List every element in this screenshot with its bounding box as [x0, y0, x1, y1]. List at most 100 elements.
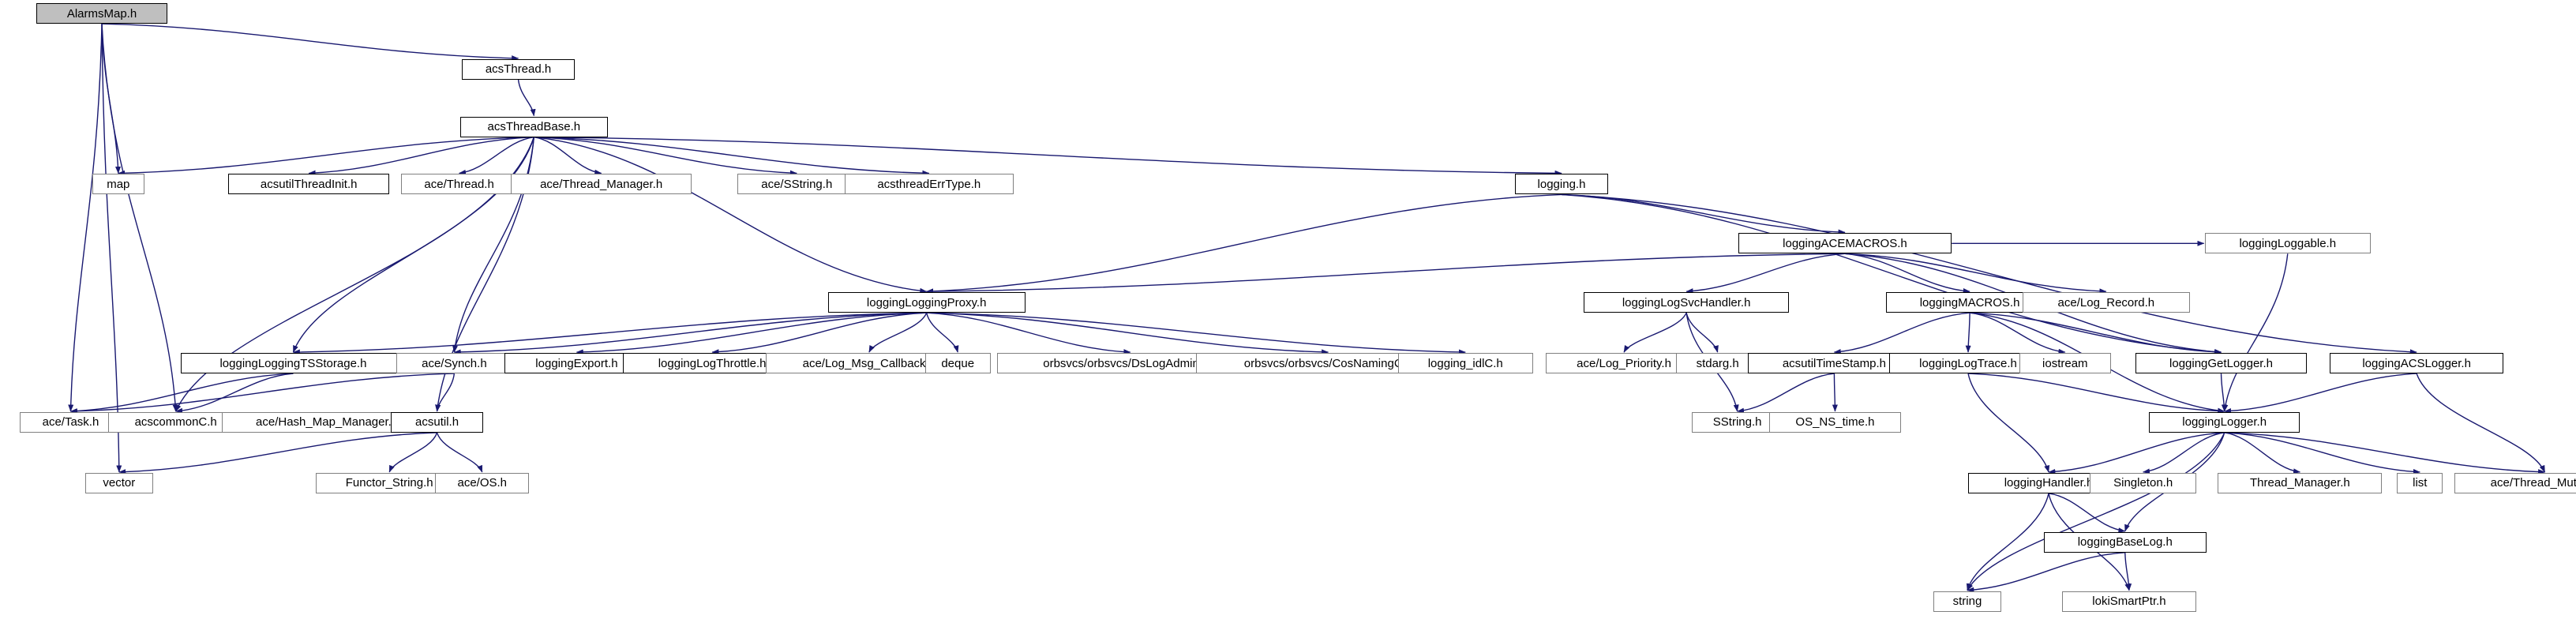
graph-edge-loggingloggable-to-logginglogger [2222, 253, 2289, 412]
graph-node-logginglogsvchandler[interactable]: loggingLogSvcHandler.h [1584, 292, 1790, 313]
graph-edge-loggingacemacros-to-loggingmacros [1844, 253, 1970, 294]
graph-node-iostream[interactable]: iostream [2019, 353, 2112, 374]
graph-node-alarmsmap[interactable]: AlarmsMap.h [36, 3, 168, 24]
graph-edge-loggingloggingproxy-to-loggingexport [576, 312, 927, 355]
graph-edge-loggingloggingproxy-to-loggingidlc [926, 312, 1466, 355]
graph-node-singleton[interactable]: Singleton.h [2090, 472, 2197, 493]
graph-edge-acsthreadbase-to-acethreadmanager [534, 136, 602, 175]
graph-edge-acsutiltimestamp-to-osnstime [1832, 373, 1838, 412]
graph-node-acscommonc[interactable]: acscommonC.h [108, 411, 243, 433]
graph-edge-logginglogtrace-to-logginghandler [1967, 373, 2050, 473]
graph-edge-logginglogger-to-list [2224, 432, 2420, 475]
graph-node-deque[interactable]: deque [924, 353, 991, 374]
graph-edge-logginglogging tsstorage-to-acscommonc [175, 373, 294, 414]
graph-node-acsthreaderrtype[interactable]: acsthreadErrType.h [844, 174, 1014, 195]
graph-node-vector[interactable]: vector [85, 472, 153, 493]
graph-edge-alarmsmap-to-vector [101, 24, 122, 473]
graph-edge-loggingacemacros-to-loggingloggingproxy [926, 253, 1845, 294]
graph-node-acethreadmutex[interactable]: ace/Thread_Mutex.h [2454, 472, 2576, 493]
graph-edge-loggingloggingproxy-to-logginglogging tsstorage [292, 312, 927, 355]
graph-edge-acsutil-to-aceos [436, 432, 483, 473]
graph-node-map[interactable]: map [92, 174, 145, 195]
graph-node-lokismartptr[interactable]: lokiSmartPtr.h [2061, 591, 2197, 612]
graph-edge-acsthreadbase-to-acethread [459, 136, 534, 175]
graph-node-acesynch[interactable]: ace/Synch.h [396, 353, 513, 374]
graph-edge-loggingloggingproxy-to-acesynch [453, 312, 927, 355]
graph-edge-logginglogtrace-to-logginglogger [1968, 373, 2225, 415]
graph-node-loggingloggable[interactable]: loggingLoggable.h [2204, 233, 2371, 254]
graph-node-acsutilthreadinit[interactable]: acsutilThreadInit.h [228, 174, 390, 195]
graph-edge-logginglogger-to-logginghandler [2048, 432, 2225, 475]
graph-node-loggingidlc[interactable]: logging_idlC.h [1397, 353, 1533, 374]
graph-node-acethread[interactable]: ace/Thread.h [400, 174, 518, 195]
graph-edge-logginggetlogger-to-logginglogger [2220, 373, 2227, 412]
graph-node-logginggetlogger[interactable]: loggingGetLogger.h [2135, 353, 2307, 374]
graph-edge-alarmsmap-to-acetask [68, 24, 103, 412]
graph-edge-logginghandler-to-loggingbaselog [2048, 493, 2126, 534]
graph-edge-loggingloggingproxy-to-dslogadmin [926, 312, 1131, 355]
graph-node-osnstime[interactable]: OS_NS_time.h [1769, 411, 1901, 433]
graph-edge-acsutiltimestamp-to-sstringh [1737, 373, 1835, 414]
graph-edge-acsthreadbase-to-acesstring [534, 136, 797, 176]
graph-edge-acsutil-to-vector [118, 432, 437, 475]
graph-edge-alarmsmap-to-acsthread [102, 23, 519, 62]
graph-node-logginglogger[interactable]: loggingLogger.h [2148, 411, 2300, 433]
graph-edge-logginglogging tsstorage-to-acetask [69, 373, 294, 415]
graph-edge-loggingmacros-to-acsutiltimestamp [1833, 312, 1970, 355]
graph-node-sstringh[interactable]: SString.h [1692, 411, 1783, 433]
graph-edge-logging-to-logginggetlogger [1561, 193, 2222, 355]
graph-edge-logginghandler-to-string [1966, 493, 2049, 591]
graph-edge-loggingacslogger-to-acethreadmutex [2416, 373, 2546, 473]
graph-edge-logginglogger-to-acethreadmutex [2224, 432, 2546, 475]
graph-edge-acsutil-to-functorstring [388, 432, 438, 473]
graph-node-loggingacslogger[interactable]: loggingACSLogger.h [2329, 353, 2504, 374]
graph-edge-logginglogger-to-singleton [2143, 432, 2225, 475]
graph-edge-alarmsmap-to-acscommonc [101, 24, 178, 412]
graph-edge-loggingbaselog-to-lokismartptr [2124, 552, 2132, 591]
graph-edge-acsthreadbase-to-loggingloggingproxy [534, 136, 928, 294]
graph-node-loggingloggingproxy[interactable]: loggingLoggingProxy.h [827, 292, 1026, 313]
graph-edge-logginglogger-to-string [1967, 432, 2225, 591]
graph-edge-loggingloggingproxy-to-deque [925, 313, 959, 353]
graph-node-loggingacemacros[interactable]: loggingACEMACROS.h [1738, 233, 1952, 254]
graph-edge-acsthreadbase-to-acesynch [452, 137, 535, 353]
graph-edge-logging-to-loggingacslogger [1561, 193, 2417, 355]
graph-edge-acesynch-to-acsutil [435, 373, 456, 412]
graph-edge-loggingmacros-to-logginggetlogger [1970, 312, 2222, 355]
graph-node-list[interactable]: list [2397, 472, 2443, 493]
graph-edge-loggingacemacros-to-logginglogsvchandler [1685, 253, 1846, 294]
graph-edge-alarmsmap-to-map [101, 24, 122, 174]
graph-edge-acsthreadbase-to-map [118, 136, 534, 176]
graph-edge-logginglogsvchandler-to-acelogpriority [1623, 312, 1687, 353]
graph-node-stdarg[interactable]: stdarg.h [1675, 353, 1760, 374]
graph-edge-loggingacslogger-to-logginglogger [2224, 373, 2417, 415]
graph-node-aceos[interactable]: ace/OS.h [435, 472, 530, 493]
graph-edge-loggingmacros-to-logginglogtrace [1965, 313, 1971, 353]
graph-edge-acsthreadbase-to-logging [534, 136, 1562, 176]
graph-node-acsthread[interactable]: acsThread.h [461, 58, 576, 80]
graph-edge-loggingloggingproxy-to-acelogmsgcallback [868, 312, 928, 353]
graph-node-threadmanager[interactable]: Thread_Manager.h [2218, 472, 2383, 493]
graph-node-logginglogging tsstorage[interactable]: loggingLoggingTSStorage.h [180, 353, 406, 374]
graph-node-string[interactable]: string [1933, 591, 2001, 612]
graph-edge-loggingloggingproxy-to-logginglogthrottle [711, 312, 927, 355]
graph-node-acsthreadbase[interactable]: acsThreadBase.h [459, 116, 608, 137]
graph-edge-logginglogger-to-threadmanager [2224, 432, 2300, 475]
graph-node-acethreadmanager[interactable]: ace/Thread_Manager.h [511, 174, 692, 195]
graph-node-acsutil[interactable]: acsutil.h [391, 411, 483, 433]
graph-edge-loggingmacros-to-iostream [1970, 312, 2066, 355]
graph-node-loggingbaselog[interactable]: loggingBaseLog.h [2043, 531, 2207, 553]
graph-node-logging[interactable]: logging.h [1514, 174, 1609, 195]
graph-node-acetask[interactable]: ace/Task.h [19, 411, 122, 433]
graph-edge-loggingacemacros-to-acelogrecord [1844, 253, 2107, 294]
graph-edge-acsthread-to-acsthreadbase [517, 79, 536, 117]
graph-edge-acesynch-to-acetask [69, 373, 455, 415]
graph-edge-acsthreadbase-to-acsutilthreadinit [308, 136, 534, 176]
graph-edge-acsthreadbase-to-acsthreaderrtype [534, 136, 930, 176]
graph-node-acelogrecord[interactable]: ace/Log_Record.h [2022, 292, 2190, 313]
graph-edge-loggingloggingproxy-to-cosnaming [926, 312, 1329, 355]
graph-node-acesstring[interactable]: ace/SString.h [737, 174, 857, 195]
graph-edge-logging-to-loggingloggingproxy [926, 193, 1562, 294]
graph-edge-logginglogsvchandler-to-stdarg [1685, 313, 1719, 353]
